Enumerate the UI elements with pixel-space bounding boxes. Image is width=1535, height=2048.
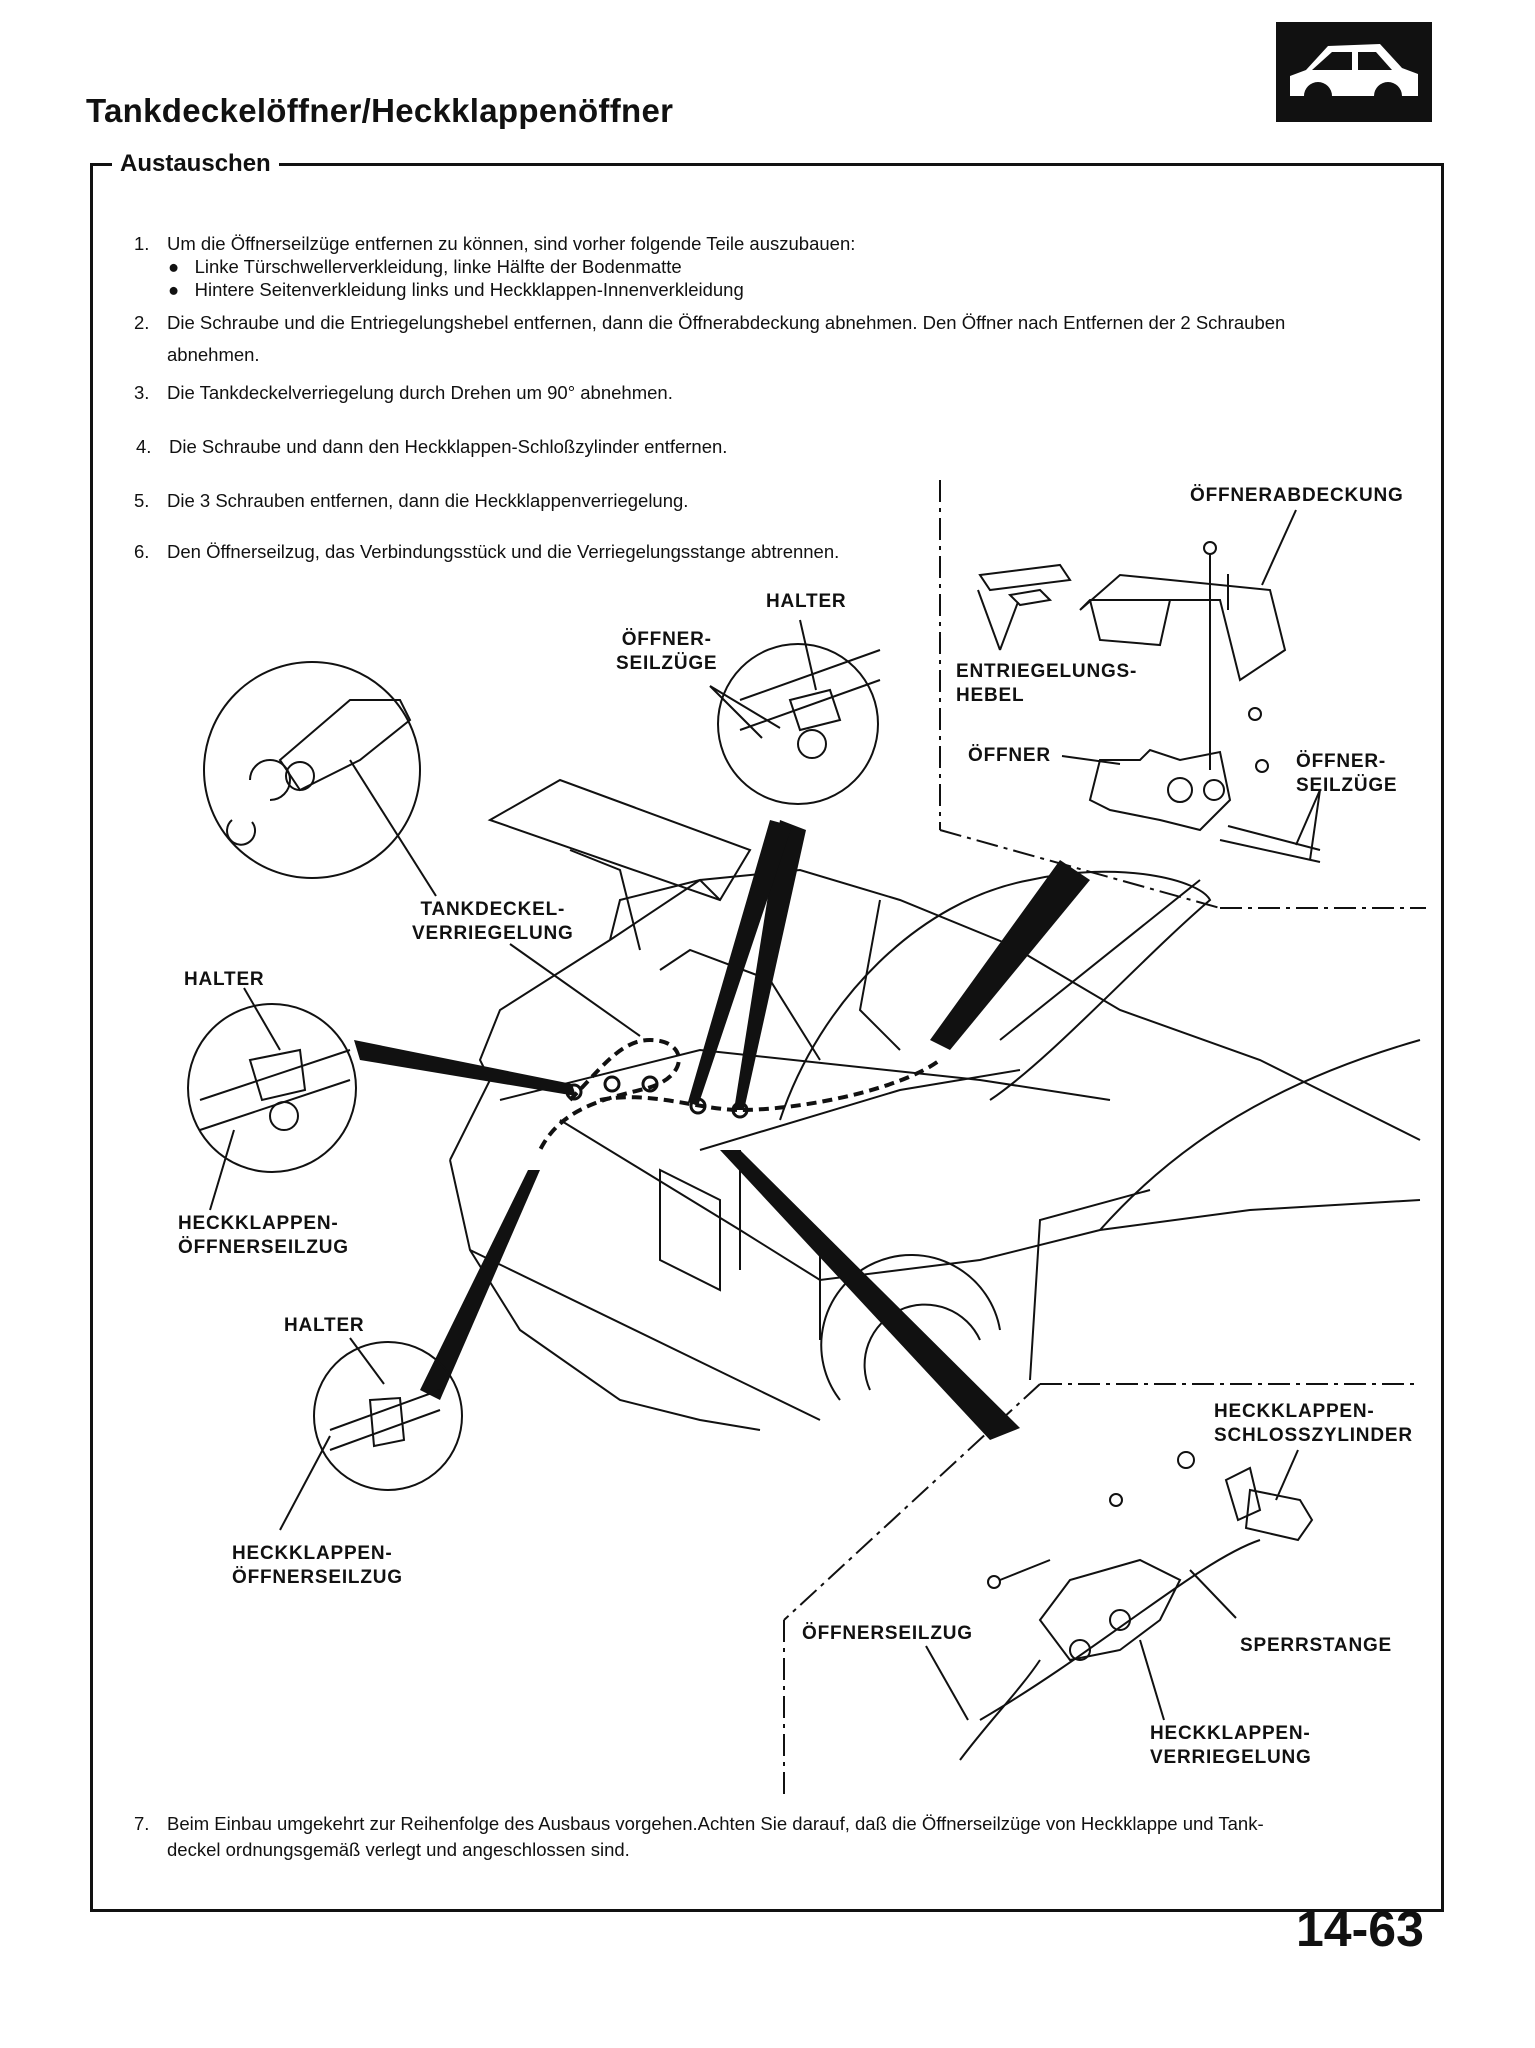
step-number: 6.	[134, 541, 150, 562]
label-tankdeckel-verriegelung: TANKDECKEL- VERRIEGELUNG	[412, 899, 574, 944]
label-entriegelungshebel: ENTRIEGELUNGS- HEBEL	[956, 661, 1138, 706]
content-frame	[90, 163, 1444, 1912]
detail-circle-halter-top	[717, 643, 881, 805]
schlosszylinder-part	[1109, 1451, 1314, 1542]
leader-lines	[209, 509, 1321, 1721]
step-number: 2.	[134, 312, 150, 333]
label-halter-left: HALTER	[184, 969, 265, 990]
step-number: 1.	[134, 233, 150, 254]
step-number: 7.	[134, 1813, 150, 1834]
label-halter-top: HALTER	[766, 591, 847, 612]
car-body-icon	[1276, 22, 1432, 122]
cable-route	[538, 1037, 942, 1151]
step-7-continued: deckel ordnungsgemäß verlegt und angesch…	[167, 1839, 630, 1860]
oeffner-part	[1088, 707, 1321, 863]
step-text: Die 3 Schrauben entfernen, dann die Heck…	[167, 490, 689, 511]
label-heckklappen-oeffnerseilzug-1: HECKKLAPPEN- ÖFFNERSEILZUG	[178, 1213, 349, 1258]
label-heckklappen-schlosszylinder: HECKKLAPPEN- SCHLOSSZYLINDER	[1214, 1401, 1413, 1446]
label-oeffner: ÖFFNER	[968, 745, 1051, 766]
step-number: 5.	[134, 490, 150, 511]
step-text: Die Schraube und dann den Heckklappen-Sc…	[169, 436, 728, 457]
label-oeffnerabdeckung: ÖFFNERABDECKUNG	[1190, 485, 1404, 506]
step-number: 3.	[134, 382, 150, 403]
bullet-text: Linke Türschwellerverkleidung, linke Häl…	[194, 256, 682, 277]
label-oeffner-seilzuege-top: ÖFFNER- SEILZÜGE	[616, 629, 718, 674]
label-sperrstange: SPERRSTANGE	[1240, 1635, 1393, 1656]
bullet-item: ● Linke Türschwellerverkleidung, linke H…	[168, 256, 682, 277]
step-text: Die Tankdeckelverriegelung durch Drehen …	[167, 382, 673, 403]
step-text: Den Öffnerseilzug, das Verbindungsstück …	[167, 541, 840, 562]
step-2-continued: abnehmen.	[167, 344, 260, 365]
page-number: 14-63	[1296, 1901, 1424, 1957]
section-heading: Austauschen	[112, 150, 279, 178]
label-halter-bottom: HALTER	[284, 1315, 365, 1336]
step-text: Um die Öffnerseilzüge entfernen zu könne…	[167, 233, 856, 254]
page-title: Tankdeckelöffner/Heckklappenöffner	[86, 92, 674, 129]
car-silhouette-icon	[1290, 44, 1418, 96]
bullet-item: ● Hintere Seitenverkleidung links und He…	[168, 279, 744, 300]
step-number: 4.	[136, 436, 152, 457]
step-text: Die Schraube und die Entriegelungshebel …	[167, 312, 1286, 333]
label-oeffner-seilzuege-right: ÖFFNER- SEILZÜGE	[1296, 751, 1398, 796]
car-body	[449, 868, 1421, 1431]
callout-bands	[354, 820, 1090, 1440]
bullet-text: Hintere Seitenverkleidung links und Heck…	[194, 279, 744, 300]
detail-circle-halter-bottom	[313, 1341, 463, 1491]
oeffnerabdeckung-part	[978, 541, 1287, 770]
label-heckklappen-verriegelung: HECKKLAPPEN- VERRIEGELUNG	[1150, 1723, 1312, 1768]
step-text: Beim Einbau umgekehrt zur Reihenfolge de…	[167, 1813, 1264, 1834]
verriegelung-part	[959, 1539, 1261, 1761]
detail-circle-tankdeckel	[203, 661, 421, 879]
label-oeffnerseilzug: ÖFFNERSEILZUG	[802, 1623, 973, 1644]
detail-circle-halter-left	[187, 1003, 357, 1173]
inset-border-top-right	[939, 480, 1426, 909]
label-heckklappen-oeffnerseilzug-2: HECKKLAPPEN- ÖFFNERSEILZUG	[232, 1543, 403, 1588]
